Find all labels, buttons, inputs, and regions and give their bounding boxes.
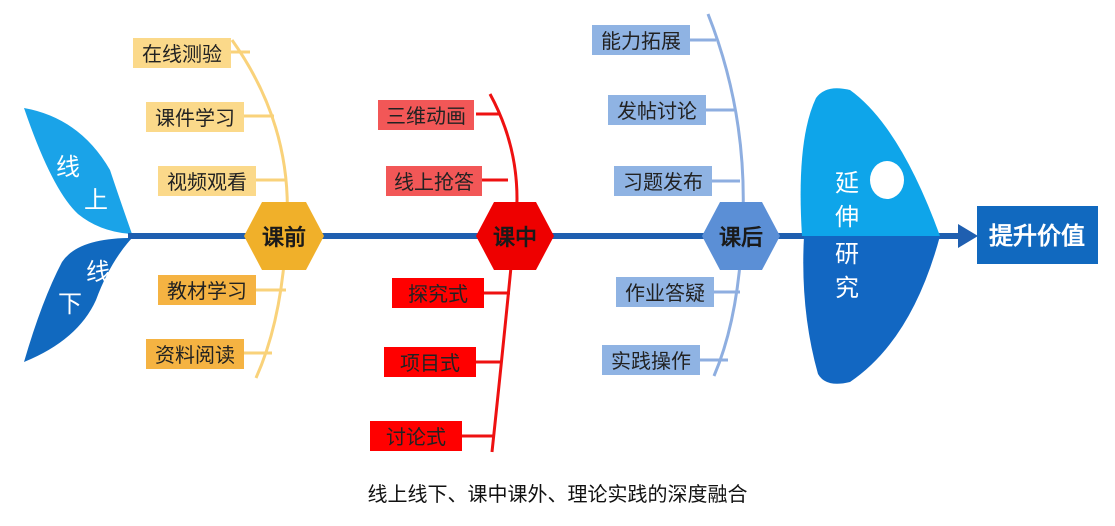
mid-label-project: 项目式 [400,351,460,375]
head-char-4: 究 [835,274,859,302]
post-label-exercise: 习题发布 [623,170,703,194]
post-box-forum [608,95,706,125]
in-class-hub [476,202,554,270]
tail-upper-char-2: 上 [84,186,108,214]
pre-label-online-test: 在线测验 [142,42,222,66]
fish-head-lower [803,236,940,384]
in-class-hub-label: 课中 [493,226,537,251]
mid-box-project [384,347,476,377]
pre-box-reading [146,339,244,369]
mid-box-animation [378,100,474,130]
post-label-homework: 作业答疑 [625,281,705,305]
tail-upper-char-1: 线 [56,153,80,181]
post-box-exercise [614,166,712,196]
mid-label-inquiry: 探究式 [408,282,468,306]
mid-box-discussion [370,421,462,451]
mid-box-quiz [386,166,482,196]
head-char-3: 研 [835,240,859,268]
post-class-hub-label: 课后 [719,226,763,251]
pre-label-video: 视频观看 [167,170,247,194]
head-char-2: 伸 [835,203,859,231]
in-class-branch [462,93,519,453]
fish-head-upper [800,88,940,236]
mid-label-quiz: 线上抢答 [394,170,474,194]
post-box-extension [592,25,690,55]
post-box-practice [602,345,700,375]
target-label: 提升价值 [989,222,1085,250]
post-label-practice: 实践操作 [611,349,691,373]
spine-arrowhead [958,224,978,248]
target-box [977,206,1098,264]
fish-eye [870,161,904,199]
post-label-extension: 能力拓展 [601,29,681,53]
pre-box-textbook [158,275,256,305]
pre-label-reading: 资料阅读 [155,343,235,367]
mid-label-discussion: 讨论式 [386,425,446,449]
pre-box-courseware [146,102,244,132]
mid-box-inquiry [392,278,484,308]
tail-lower-char-2: 下 [58,290,82,318]
post-class-hub [702,202,780,270]
pre-box-online-test [133,38,231,68]
tail-lower-char-1: 线 [86,258,110,286]
pre-class-hub [244,202,324,270]
diagram-caption: 线上线下、课中课外、理论实践的深度融合 [367,482,748,506]
pre-label-courseware: 课件学习 [155,106,235,130]
mid-label-animation: 三维动画 [386,104,466,128]
tail-fin-lower [24,238,132,362]
pre-class-hub-label: 课前 [262,225,306,251]
tail-fin-upper [24,108,132,234]
pre-box-video [158,166,256,196]
post-box-homework [616,277,714,307]
pre-label-textbook: 教材学习 [167,279,247,303]
head-char-1: 延 [835,169,859,197]
post-label-forum: 发帖讨论 [617,99,697,123]
